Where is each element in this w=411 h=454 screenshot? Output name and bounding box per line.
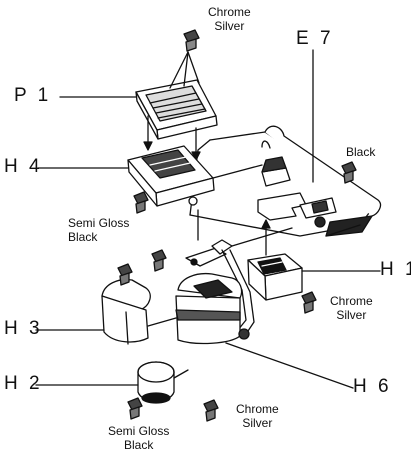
label-h1: H 1	[380, 259, 411, 280]
p1-to-h4-arrows	[143, 115, 201, 161]
label-h3: H 3	[4, 318, 43, 339]
note-semi-gloss-black-mid: Semi Gloss Black	[68, 216, 130, 244]
label-h4: H 4	[4, 156, 43, 177]
screw-top-chrome	[183, 29, 200, 52]
note-semi-gloss-black-bottom: Semi Gloss Black	[108, 424, 170, 452]
label-h6: H 6	[353, 376, 392, 397]
h6-leader	[225, 342, 354, 389]
screw-black	[341, 161, 357, 184]
note-h1-chrome-silver: Chrome Silver	[330, 294, 373, 322]
screw-bottom-chrome	[203, 399, 219, 422]
screw-h1-chrome	[301, 291, 317, 314]
note-top-chrome-silver: Chrome Silver	[208, 5, 251, 33]
h4-case	[127, 145, 215, 207]
label-p1: P 1	[14, 85, 52, 106]
top-screw-arrows	[169, 51, 200, 89]
h6-housing	[175, 272, 243, 345]
label-h2: H 2	[4, 373, 43, 394]
label-e7: E 7	[296, 28, 334, 49]
note-bottom-chrome-silver: Chrome Silver	[236, 402, 279, 430]
h3-knob	[101, 278, 151, 345]
screw-semi-gloss-bottom	[127, 397, 143, 420]
screw-h6-side	[238, 328, 250, 340]
h2-cap	[137, 361, 189, 404]
screw-semi-gloss-mid	[133, 191, 149, 214]
upper-mount-bracket	[261, 140, 291, 187]
right-mount-bracket	[257, 192, 337, 228]
screw-loose-2	[117, 263, 133, 286]
h1-switch-box	[247, 253, 303, 301]
central-bracket	[185, 227, 293, 335]
h1-up-arrow	[261, 219, 271, 256]
note-black: Black	[346, 145, 376, 159]
p1-battery-case	[135, 79, 218, 140]
screw-loose-1	[151, 249, 167, 272]
